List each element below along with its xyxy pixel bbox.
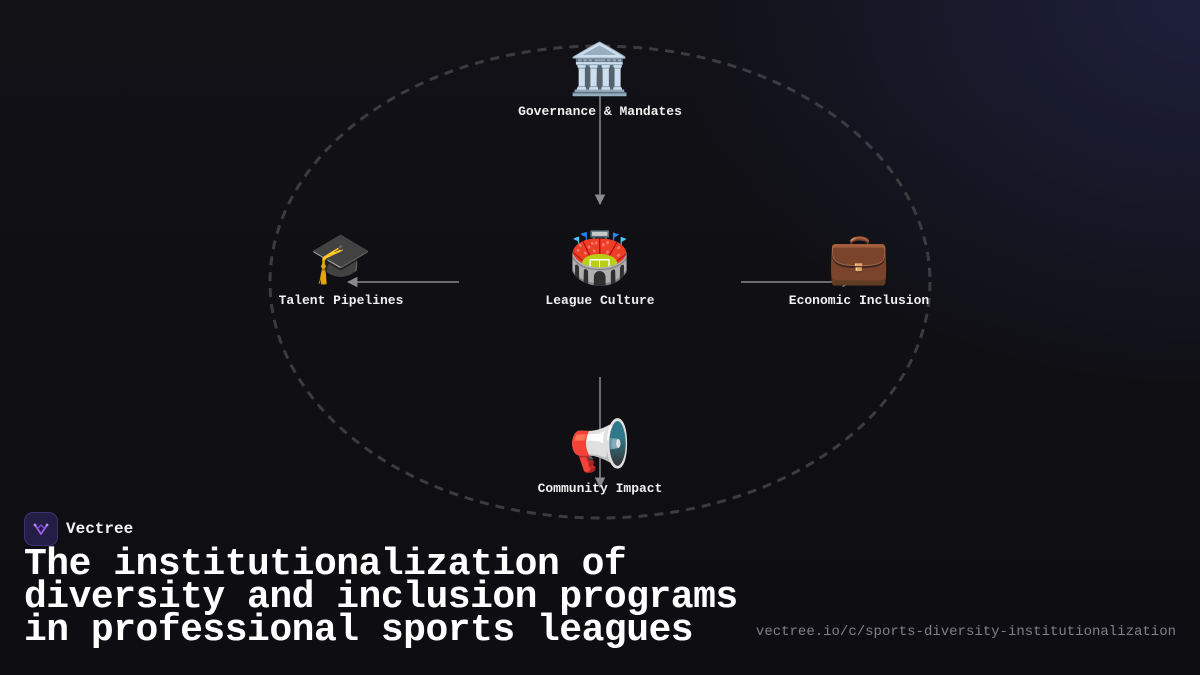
node-label: Community Impact xyxy=(537,481,663,496)
source-url: vectree.io/c/sports-diversity-institutio… xyxy=(755,624,1176,640)
node-economic: 💼 Economic Inclusion xyxy=(749,229,969,308)
classical-building-icon: 🏛️ xyxy=(568,40,632,98)
node-label: Governance & Mandates xyxy=(518,104,682,119)
megaphone-icon: 📢 xyxy=(568,417,632,475)
page-title: The institutionalization of diversity an… xyxy=(24,543,738,652)
briefcase-icon: 💼 xyxy=(827,229,891,287)
brand-name: Vectree xyxy=(66,520,134,538)
node-governance: 🏛️ Governance & Mandates xyxy=(490,40,710,119)
node-label: League Culture xyxy=(545,293,655,308)
node-center-league-culture: 🏟️ League Culture xyxy=(490,229,710,308)
node-label: Talent Pipelines xyxy=(278,293,404,308)
graduation-cap-icon: 🎓 xyxy=(309,229,373,287)
vectree-logo-icon xyxy=(24,512,58,546)
node-community: 📢 Community Impact xyxy=(490,417,710,496)
brand: Vectree xyxy=(24,512,133,546)
node-talent: 🎓 Talent Pipelines xyxy=(231,229,451,308)
dashed-ring xyxy=(268,44,932,520)
node-label: Economic Inclusion xyxy=(788,293,930,308)
stadium-icon: 🏟️ xyxy=(568,229,632,287)
